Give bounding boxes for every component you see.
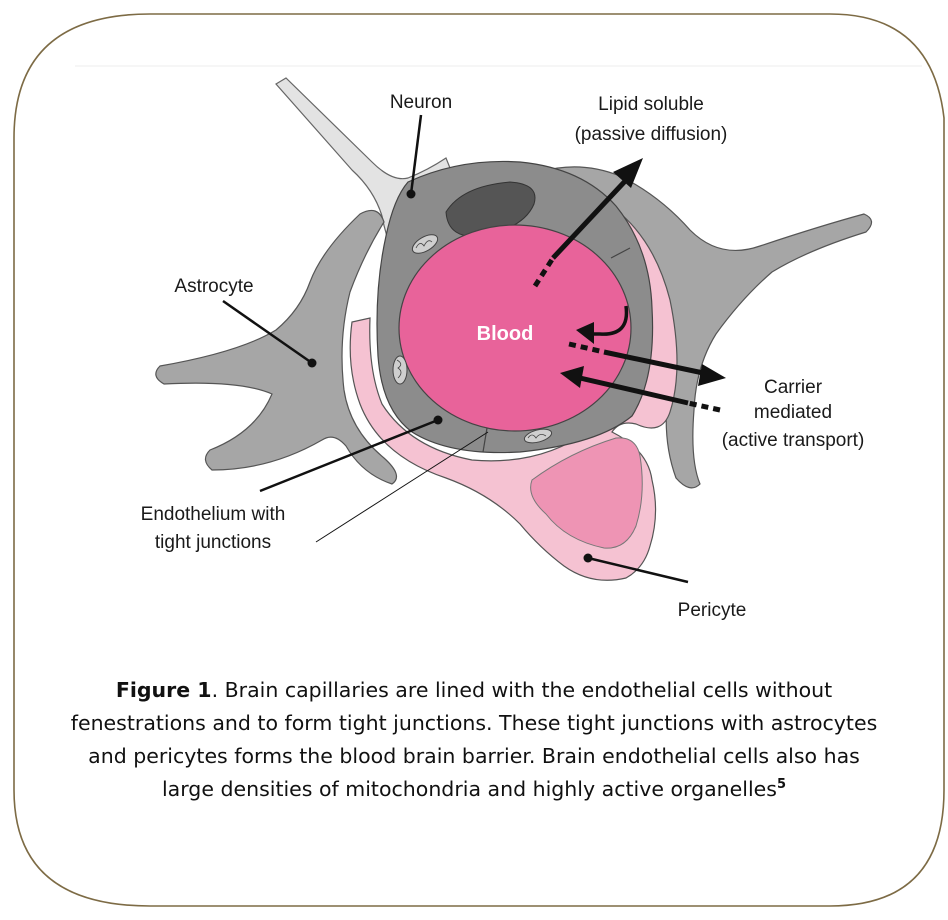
carrier-label-line1: Carrier xyxy=(764,377,823,398)
endothelium-label-line1: Endothelium with xyxy=(141,504,286,525)
pericyte-leader-dot xyxy=(584,554,593,563)
figure-caption: Figure 1. Brain capillaries are lined wi… xyxy=(70,674,878,806)
endothelium-label-line2: tight junctions xyxy=(155,532,271,553)
lipid-label-line1: Lipid soluble xyxy=(598,94,704,115)
carrier-label-line3: (active transport) xyxy=(722,430,865,451)
carrier-arrow-out-head xyxy=(698,364,726,386)
astrocyte-leader-dot xyxy=(308,359,317,368)
pericyte-label: Pericyte xyxy=(678,600,747,621)
astrocyte-label: Astrocyte xyxy=(174,276,253,297)
caption-reference: 5 xyxy=(777,777,786,792)
neuron-leader-dot xyxy=(407,190,416,199)
endothelium-leader-dot xyxy=(434,416,443,425)
carrier-label-line2: mediated xyxy=(754,402,832,423)
neuron-label: Neuron xyxy=(390,92,452,113)
lipid-label-line2: (passive diffusion) xyxy=(575,124,728,145)
blood-label: Blood xyxy=(477,323,534,345)
figure-number: Figure 1 xyxy=(116,678,212,702)
